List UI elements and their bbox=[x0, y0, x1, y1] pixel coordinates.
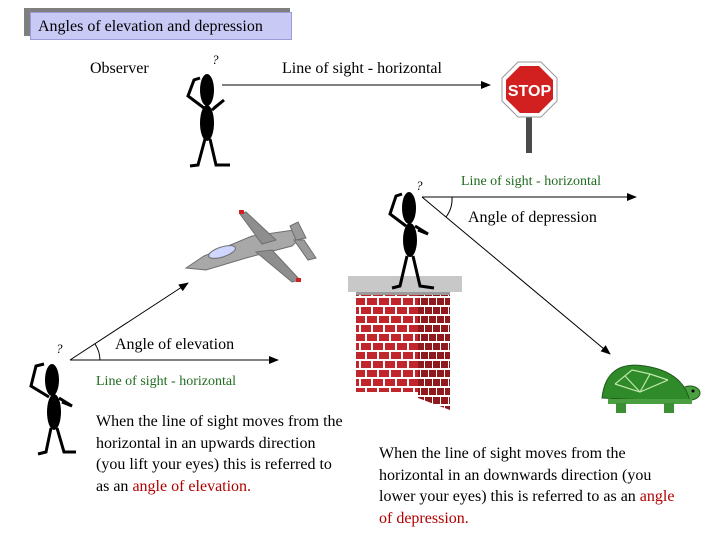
observer-label: Observer bbox=[90, 60, 149, 77]
question-mark-chimney: ? bbox=[416, 178, 423, 193]
depression-line-label: Line of sight - horizontal bbox=[461, 174, 601, 189]
observer-figure: ? bbox=[186, 52, 230, 168]
question-mark-bottom: ? bbox=[56, 341, 63, 356]
chimney-figure: ? bbox=[388, 178, 435, 290]
elevation-line-of-sight bbox=[69, 282, 189, 361]
angle-of-elevation-label: Angle of elevation bbox=[115, 336, 235, 353]
stop-sign-text: STOP bbox=[508, 83, 552, 100]
bottom-observer-figure: ? bbox=[29, 341, 76, 456]
elevation-description: When the line of sight moves from the ho… bbox=[96, 411, 348, 497]
jet-icon bbox=[184, 210, 317, 283]
elevation-angle-arc bbox=[94, 343, 101, 361]
elevation-line-label: Line of sight - horizontal bbox=[96, 374, 236, 389]
depression-description-highlight: angle of depression. bbox=[379, 488, 675, 527]
depression-description-text: When the line of sight moves from the ho… bbox=[379, 445, 652, 505]
chimney bbox=[348, 276, 462, 410]
elevation-description-highlight: angle of elevation. bbox=[132, 477, 252, 495]
depression-line-of-sight bbox=[421, 196, 611, 355]
stop-sign-icon: STOP bbox=[501, 61, 558, 153]
depression-angle-arc bbox=[445, 196, 453, 218]
page-title: Angles of elevation and depression bbox=[30, 12, 292, 40]
top-line-of-sight-label: Line of sight - horizontal bbox=[282, 60, 442, 77]
depression-description: When the line of sight moves from the ho… bbox=[379, 443, 679, 529]
angle-of-depression-label: Angle of depression bbox=[468, 209, 597, 226]
elevation-description-text: When the line of sight moves from the ho… bbox=[96, 413, 343, 495]
question-mark-top: ? bbox=[212, 52, 219, 67]
turtle-icon bbox=[601, 364, 701, 413]
